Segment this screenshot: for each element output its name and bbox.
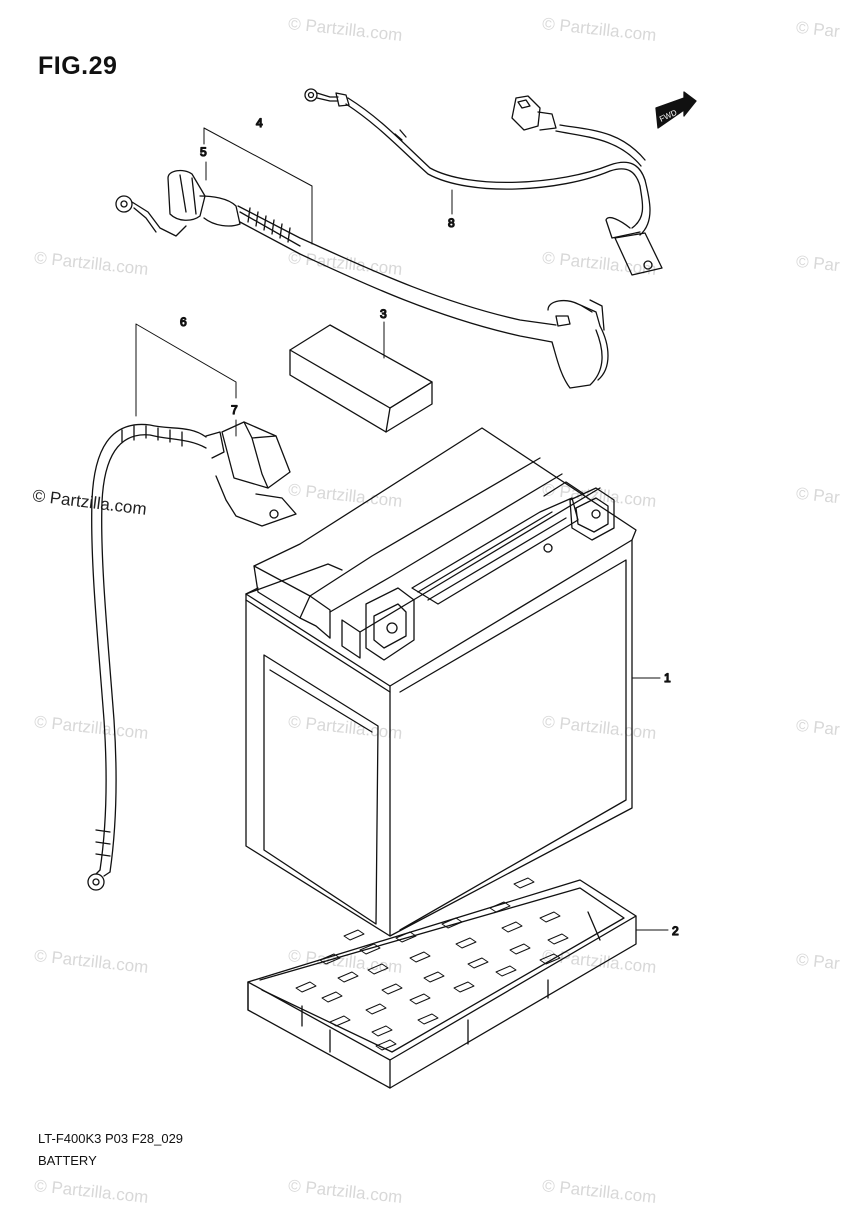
figure-code: LT-F400K3 P03 F28_029 [38,1131,184,1146]
battery-harness [87,421,297,891]
figure-title: FIG.29 [38,52,118,80]
figure-name: BATTERY [38,1153,97,1168]
battery [245,427,637,937]
fwd-arrow-icon: FWD [655,91,697,129]
callout-5: 5 [200,145,207,159]
callout-3: 3 [380,307,387,321]
tray-slots [295,877,569,1051]
callout-6: 6 [180,315,187,329]
callout-1: 1 [664,671,671,685]
leader-lines [135,127,669,931]
battery-tray [247,879,637,1089]
rubber-pad [289,324,433,433]
callout-4: 4 [256,116,263,130]
callout-8: 8 [448,216,455,230]
callout-2: 2 [672,924,679,938]
negative-cable [304,88,663,276]
positive-cable [115,169,609,389]
callout-7: 7 [231,403,238,417]
